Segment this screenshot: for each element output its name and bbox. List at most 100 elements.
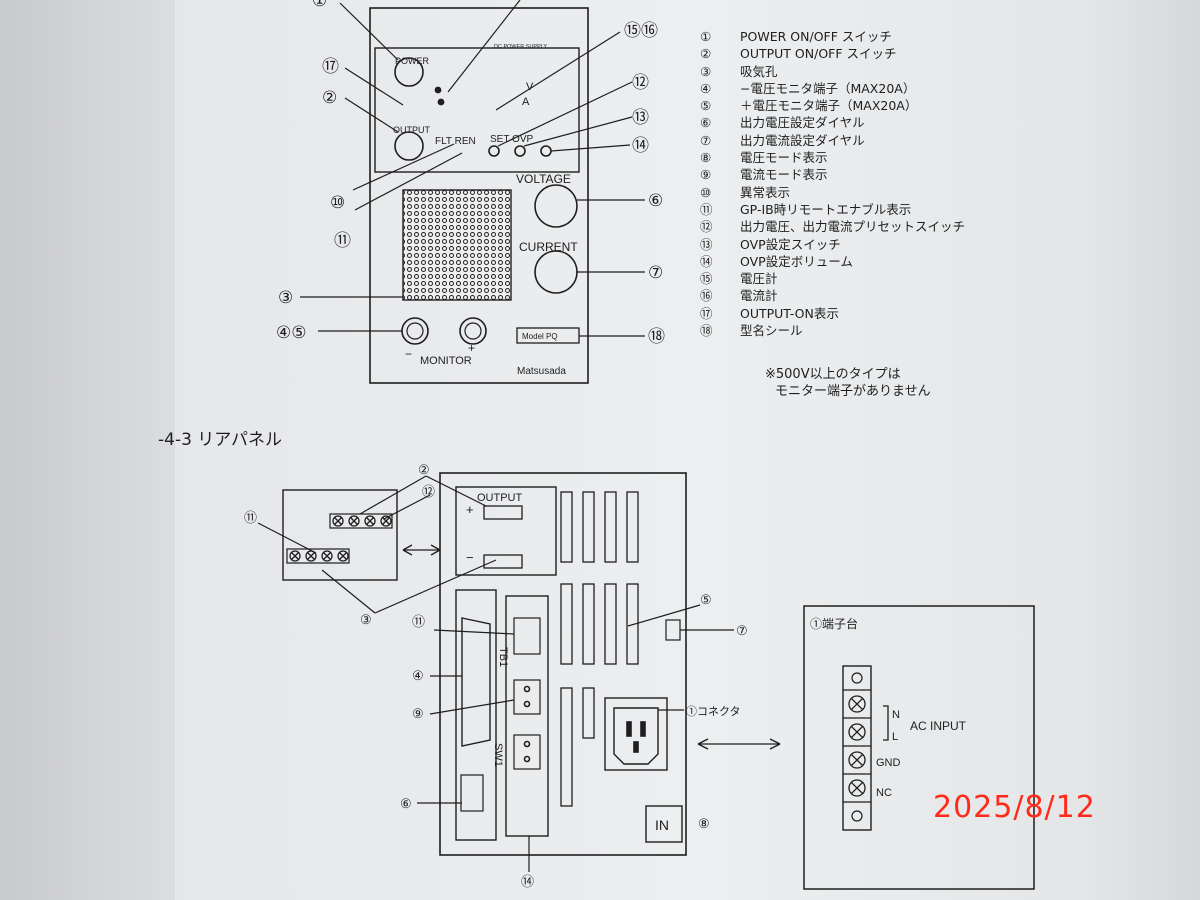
monitor-minus-sign: − xyxy=(405,347,412,361)
legend-text: 電流計 xyxy=(740,288,778,304)
sw1-switch-b xyxy=(513,734,541,770)
ac-input-label: AC INPUT xyxy=(910,719,967,733)
ac-inlet-frame xyxy=(604,697,668,771)
legend-text: 出力電圧設定ダイヤル xyxy=(740,115,865,131)
output-plus-terminal xyxy=(483,505,523,520)
zoom-screw xyxy=(348,515,360,527)
current-label: CURRENT xyxy=(519,240,578,254)
ac-input-bracket xyxy=(883,705,889,741)
legend-text: 出力電圧、出力電流プリセットスイッチ xyxy=(740,219,966,235)
legend-number: ③ xyxy=(700,63,712,79)
legend-text: OUTPUT-ON表示 xyxy=(740,305,839,321)
power-switch xyxy=(394,57,424,87)
output-minus-terminal xyxy=(483,554,523,569)
sw1-label: SW1 xyxy=(492,743,504,767)
voltage-dial xyxy=(534,184,578,228)
legend-item: ⑭ OVP設定ボリューム xyxy=(700,253,965,270)
ac-inlet xyxy=(613,707,659,765)
ovp-button xyxy=(514,145,526,157)
front-callout-17: ⑰ xyxy=(322,57,339,76)
legend-text: OVP設定ボリューム xyxy=(740,253,853,269)
legend-text: ＋電圧モニタ端子（MAX20A） xyxy=(740,98,918,114)
in-box xyxy=(645,805,683,843)
note-line-2: モニター端子がありません xyxy=(775,384,931,399)
front-callout-7: ⑦ xyxy=(648,263,663,282)
dsub-connector xyxy=(461,617,491,747)
legend-number: ② xyxy=(700,46,712,62)
zoom-screw xyxy=(305,550,317,562)
legend-text: 電流モード表示 xyxy=(740,167,828,183)
rear-minus-sign: − xyxy=(466,550,474,565)
rear-panel-outline xyxy=(439,472,687,856)
zoom-screw xyxy=(321,550,333,562)
rear-callout-6: ⑥ xyxy=(400,796,412,811)
legend-number: ① xyxy=(700,29,712,44)
led-dot-2 xyxy=(437,98,445,106)
rear-callout-11b: ⑪ xyxy=(412,614,425,629)
tb1-terminal xyxy=(513,617,541,655)
zoom-screw xyxy=(332,515,344,527)
legend-number: ⑪ xyxy=(700,201,713,217)
front-callout-14: ⑭ xyxy=(632,136,649,155)
legend-number: ⑱ xyxy=(700,323,713,339)
zoom-screw xyxy=(364,515,376,527)
terminal-screw xyxy=(848,751,866,769)
zoom-screw xyxy=(337,550,349,562)
rear-callout-4: ④ xyxy=(412,668,424,683)
legend-number: ⑩ xyxy=(700,184,712,200)
rear-vent-slots xyxy=(560,491,639,807)
legend-number: ⑮ xyxy=(700,271,713,287)
legend-text: 異常表示 xyxy=(740,184,791,200)
legend-text: −電圧モニタ端子（MAX20A） xyxy=(740,80,916,96)
interface-plate xyxy=(455,589,497,841)
legend-number: ⑧ xyxy=(700,150,712,166)
set-ovp-label: SET OVP xyxy=(490,134,533,145)
flt-ren-label: FLT REN xyxy=(435,136,476,147)
legend-item: ⑤ ＋電圧モニタ端子（MAX20A） xyxy=(700,97,965,114)
terminal-l-label: L xyxy=(892,731,898,743)
terminal-nc-label: NC xyxy=(876,787,892,799)
model-label: Model PQ xyxy=(522,332,558,341)
a-label: A xyxy=(522,96,530,108)
front-callout-10: ⑩ xyxy=(330,193,345,212)
monitor-minus-terminal xyxy=(401,317,429,345)
sw1-switch-a xyxy=(513,679,541,715)
rear-callout-7: ⑦ xyxy=(736,623,748,638)
intake-grill xyxy=(402,189,512,301)
zoom-screw xyxy=(380,515,392,527)
monitor-plus-sign: + xyxy=(468,341,475,355)
tb1-sw1-strip xyxy=(505,595,549,837)
legend-number: ⑤ xyxy=(700,98,712,114)
connector-label: ①コネクタ xyxy=(686,705,741,718)
terminal-screw xyxy=(848,723,866,741)
rear-callout-2: ② xyxy=(418,462,430,477)
front-callout-1: ① xyxy=(312,0,327,10)
rear-callout-14: ⑭ xyxy=(521,874,534,889)
output-switch xyxy=(394,131,424,161)
section-title: -4-3 リアパネル xyxy=(158,430,282,450)
terminal-screw xyxy=(848,779,866,797)
rear-plus-sign: + xyxy=(466,502,474,517)
current-dial xyxy=(534,250,578,294)
monitor-plus-terminal xyxy=(459,317,487,345)
brand-label: Matsusada xyxy=(517,366,566,377)
front-panel-outline xyxy=(369,7,589,384)
terminal-block-box xyxy=(803,605,1035,890)
legend-number: ⑭ xyxy=(700,253,713,269)
terminal-n-label: N xyxy=(892,709,900,721)
note-line-1: ※500V以上のタイプは xyxy=(765,367,901,382)
date-stamp: 2025/8/12 xyxy=(933,790,1096,825)
terminal-gnd-label: GND xyxy=(876,757,901,769)
legend-number: ④ xyxy=(700,80,712,96)
legend-number: ⑰ xyxy=(700,305,713,321)
